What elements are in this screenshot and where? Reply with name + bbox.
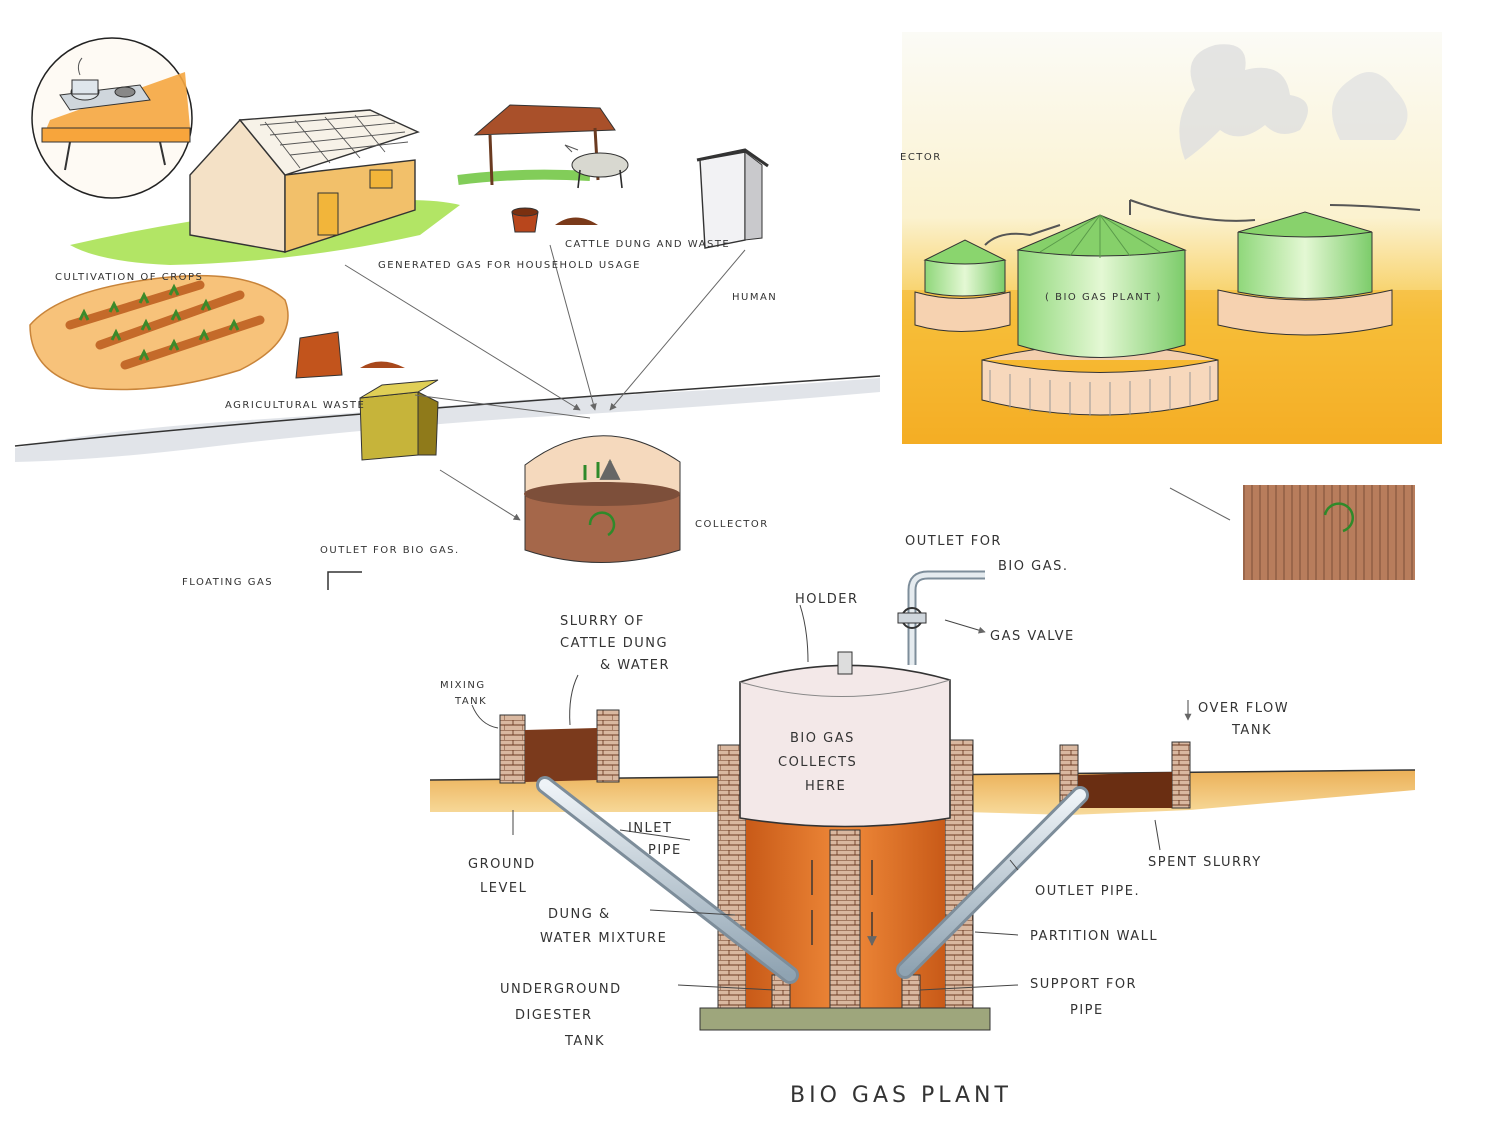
waste-sack	[295, 331, 405, 379]
label-cultivation: CULTIVATION OF CROPS	[55, 272, 203, 283]
label-slurry-l2: CATTLE DUNG	[560, 636, 668, 651]
label-generated-gas: GENERATED GAS FOR HOUSEHOLD USAGE	[378, 260, 641, 271]
tank-small-left	[914, 239, 1011, 332]
label-slurry-l1: SLURRY OF	[560, 614, 645, 629]
label-collector: COLLECTOR	[695, 519, 769, 530]
label-gas-valve: GAS VALVE	[990, 629, 1075, 644]
label-floating-gas: FLOATING GAS	[182, 577, 273, 588]
digester-tank	[699, 651, 991, 1031]
label-support-for-pipe: SUPPORT FOR PIPE	[1030, 977, 1143, 1018]
label-ground-level: GROUND LEVEL	[468, 857, 541, 896]
main-cross-section	[429, 570, 1416, 1031]
label-dung-water: DUNG & WATER MIXTURE	[540, 907, 667, 946]
cattle-shed	[457, 104, 629, 189]
label-spent-slurry: SPENT SLURRY	[1148, 855, 1262, 870]
label-outlet-pipe: OUTLET PIPE.	[1035, 884, 1140, 899]
tank-right	[1217, 211, 1393, 336]
label-outlet-for: OUTLET FOR	[905, 534, 1002, 549]
overflow-tank	[1059, 741, 1191, 809]
dung-bucket	[511, 207, 598, 233]
label-bio-gas: BIO GAS.	[998, 559, 1068, 574]
label-slurry-l3: & WATER	[600, 658, 670, 673]
stove-inset	[31, 37, 193, 199]
top-left-scene	[14, 37, 881, 590]
top-right-scene	[902, 32, 1442, 580]
label-mixing-tank: MIXING TANK	[440, 680, 490, 707]
ground-line-left	[15, 378, 880, 462]
diagram-title: BIO GAS PLANT	[790, 1083, 1012, 1108]
label-plant: ( BIO GAS PLANT )	[1045, 292, 1162, 303]
tank-big-center	[981, 214, 1219, 416]
house	[189, 109, 420, 253]
flow-arrows	[344, 244, 746, 521]
label-bio-gas-collects: BIO GAS COLLECTS HERE	[778, 731, 863, 794]
mixing-tank	[499, 709, 620, 784]
waste-box	[359, 379, 439, 461]
gas-outlet-pipe	[897, 570, 985, 665]
label-outlet-for-bio-gas: OUTLET FOR BIO GAS.	[320, 545, 460, 556]
label-slurry: SLURRY OF CATTLE DUNG & WATER	[560, 614, 674, 673]
label-partition-wall: PARTITION WALL	[1030, 929, 1158, 944]
label-inlet-pipe: INLET PIPE	[628, 821, 682, 858]
label-holder: HOLDER	[795, 592, 859, 607]
label-cattle-dung: CATTLE DUNG AND WASTE	[565, 239, 730, 250]
label-ector: ECTOR	[900, 152, 942, 163]
crop-field	[29, 274, 289, 391]
label-agricultural-waste: AGRICULTURAL WASTE	[225, 400, 365, 411]
steam	[1179, 44, 1308, 160]
partial-digester	[1243, 485, 1415, 580]
label-overflow-tank: OVER FLOW TANK	[1198, 701, 1295, 738]
digester-small	[524, 435, 681, 563]
label-underground-digester: UNDERGROUND DIGESTER TANK	[500, 982, 627, 1049]
toilet-cabin	[696, 148, 769, 249]
label-human: HUMAN	[732, 292, 777, 303]
